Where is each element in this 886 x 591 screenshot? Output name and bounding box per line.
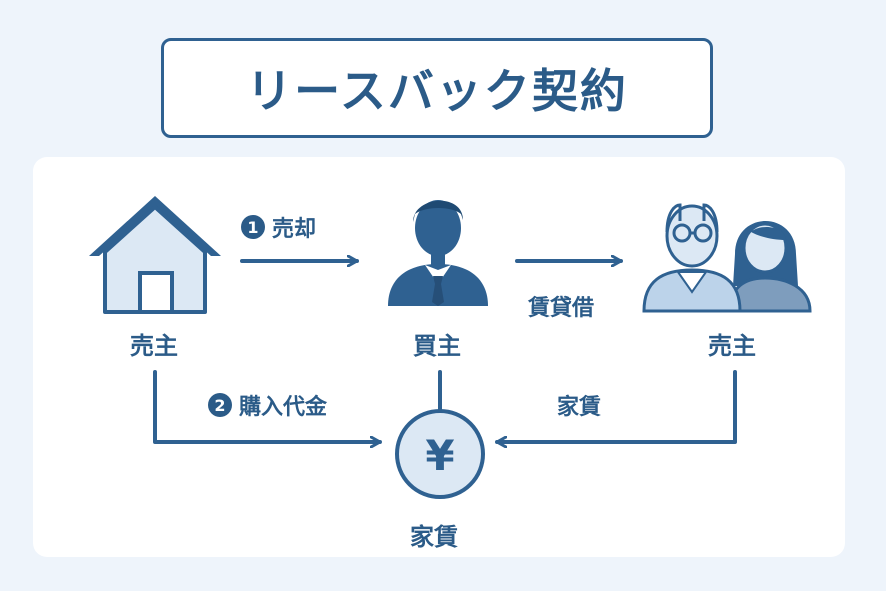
elderly-couple-icon (642, 203, 812, 313)
step-number-1: 1 (241, 215, 265, 239)
rent-label-text: 家賃 (557, 395, 602, 420)
rent-label: 家賃 (557, 389, 601, 421)
step-number-2: 2 (208, 393, 232, 417)
yen-coin-icon: ¥ (395, 409, 485, 499)
businessman-icon (388, 200, 488, 306)
sale-label: 1 売却 (241, 211, 316, 243)
lease-label: 賃貸借 (528, 290, 594, 322)
purchase-price-label: 2 購入代金 (208, 389, 327, 421)
title-box: リースバック契約 (161, 38, 713, 138)
rent-arrow (495, 370, 737, 442)
house-icon (89, 196, 221, 314)
seller-right-label: 売主 (708, 332, 756, 360)
seller-left-label: 売主 (130, 332, 178, 360)
sale-label-text: 売却 (272, 217, 317, 242)
yen-symbol: ¥ (425, 431, 454, 480)
buyer-label: 買主 (413, 332, 461, 360)
page-title: リースバック契約 (246, 64, 628, 118)
purchase-price-arrow (153, 370, 382, 442)
purchase-price-label-text: 購入代金 (239, 395, 328, 420)
payment-label: 家賃 (410, 523, 458, 551)
lease-label-text: 賃貸借 (528, 296, 595, 321)
